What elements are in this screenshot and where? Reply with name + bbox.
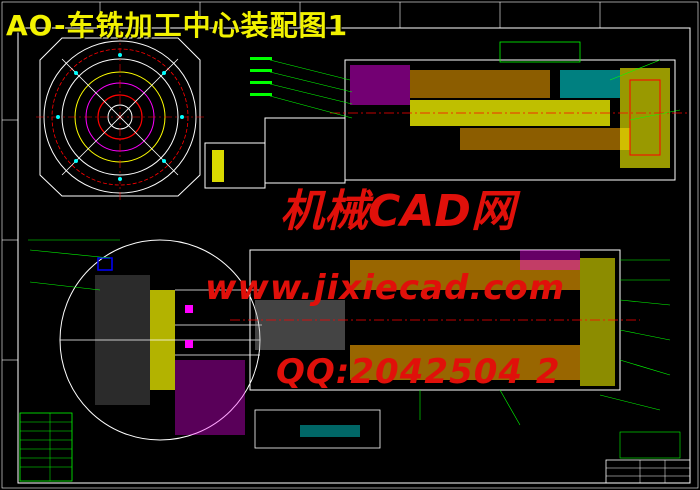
watermark-qq: QQ:2042504 2 (276, 352, 561, 392)
drawing-title: AO-车铣加工中心装配图1 (6, 9, 349, 42)
parts-list-left (19, 412, 73, 482)
title-block (605, 431, 691, 484)
end-view (36, 32, 204, 200)
zone-ticks (2, 2, 601, 361)
watermark-site-name: 机械CAD网 (280, 186, 515, 237)
spindle-section (204, 41, 690, 189)
drawing-border (17, 27, 691, 484)
lower-section (230, 249, 671, 449)
watermark-url: www.jixiecad.com (205, 268, 566, 308)
detail-view (28, 239, 262, 441)
